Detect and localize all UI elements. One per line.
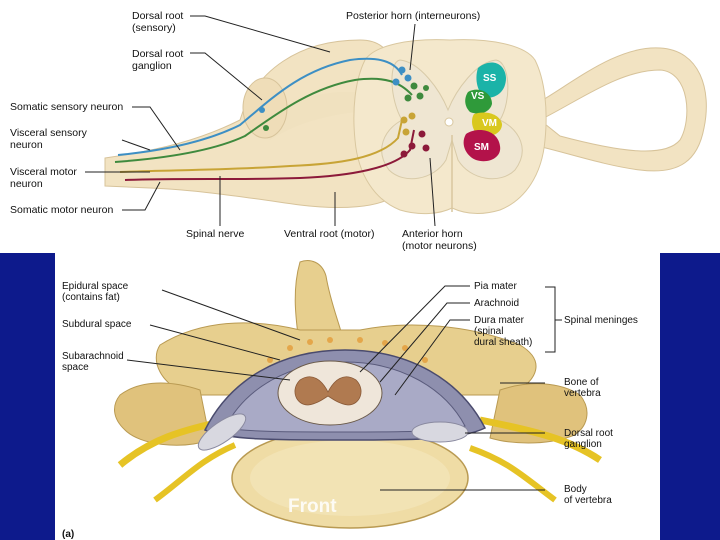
dorsal-root-ganglion-bottom-label: Dorsal root bbox=[564, 428, 613, 439]
posterior-horn-neurons bbox=[392, 66, 429, 102]
somatic-motor-neuron-label: Somatic motor neuron bbox=[10, 204, 114, 216]
anterior-horn-neurons bbox=[400, 112, 430, 158]
spinous-process bbox=[294, 260, 343, 336]
dura-mater-sublabel-2: dural sheath) bbox=[474, 337, 533, 348]
dorsal-root-sublabel: (sensory) bbox=[132, 22, 176, 34]
posterior-horn-label: Posterior horn (interneurons) bbox=[346, 10, 481, 22]
body-of-vertebra-label: Body bbox=[564, 484, 587, 495]
visceral-sensory-neuron-label: Visceral sensory bbox=[10, 127, 87, 139]
visceral-sensory-neuron-path bbox=[114, 77, 413, 163]
visceral-motor-neuron-path bbox=[119, 119, 403, 173]
visceral-sensory-neuron-sublabel: neuron bbox=[10, 139, 43, 151]
ss-region-label: SS bbox=[483, 73, 497, 84]
vm-region-label: VM bbox=[482, 118, 497, 129]
nerve-right bbox=[479, 416, 602, 463]
arachnoid-label: Arachnoid bbox=[474, 298, 520, 309]
left-blue-bar bbox=[0, 253, 55, 540]
spinal-nerve-label: Spinal nerve bbox=[186, 228, 245, 240]
spinal-meninges-label: Spinal meninges bbox=[564, 315, 638, 326]
dorsal-root-ganglion-sublabel: ganglion bbox=[132, 60, 172, 72]
somatic-motor-neuron-path bbox=[124, 129, 415, 181]
dorsal-root-ganglion-label: Dorsal root bbox=[132, 48, 184, 60]
somatic-sensory-neuron-path bbox=[117, 57, 403, 156]
sm-region-label: SM bbox=[474, 142, 489, 153]
subdural-space-label: Subdural space bbox=[62, 319, 132, 330]
subarachnoid-space-label: Subarachnoid bbox=[62, 351, 124, 362]
vs-region-label: VS bbox=[471, 91, 485, 102]
ss-region bbox=[476, 62, 506, 98]
visceral-motor-neuron-label: Visceral motor bbox=[10, 166, 77, 178]
body-of-vertebra-sublabel: of vertebra bbox=[564, 495, 612, 506]
vs-region bbox=[465, 89, 492, 114]
top-leader-lines bbox=[85, 15, 436, 227]
anterior-horn-sublabel: (motor neurons) bbox=[402, 240, 477, 252]
ventral-root-label: Ventral root (motor) bbox=[284, 228, 375, 240]
dura-mater-label: Dura mater bbox=[474, 315, 525, 326]
panel-label: (a) bbox=[62, 529, 75, 540]
dorsal-root-ganglion-left bbox=[197, 413, 247, 451]
dura-mater-sublabel-1: (spinal bbox=[474, 326, 504, 337]
spinal-cord-cross-section-diagram: SS VS VM SM bbox=[85, 15, 707, 227]
dorsal-root-ganglion-bottom-sublabel: ganglion bbox=[564, 439, 602, 450]
ganglion-neurons bbox=[259, 107, 269, 131]
anterior-horn-label: Anterior horn bbox=[402, 228, 463, 240]
epidural-space-label: Epidural space bbox=[62, 281, 129, 292]
sm-region bbox=[463, 130, 501, 162]
right-blue-bar bbox=[660, 253, 720, 540]
visceral-motor-neuron-sublabel: neuron bbox=[10, 178, 43, 190]
dorsal-root-ganglion-right bbox=[411, 421, 469, 443]
front-watermark: Front bbox=[288, 496, 337, 517]
dorsal-root-label: Dorsal root bbox=[132, 10, 184, 22]
bone-of-vertebra-label: Bone of bbox=[564, 377, 599, 388]
subarachnoid-space-sublabel: space bbox=[62, 362, 89, 373]
pia-mater-label: Pia mater bbox=[474, 281, 517, 292]
bone-of-vertebra-sublabel: vertebra bbox=[564, 388, 601, 399]
bottom-leader-lines bbox=[126, 285, 562, 491]
epidural-space-sublabel: (contains fat) bbox=[62, 292, 120, 303]
somatic-sensory-neuron-label: Somatic sensory neuron bbox=[10, 101, 124, 113]
